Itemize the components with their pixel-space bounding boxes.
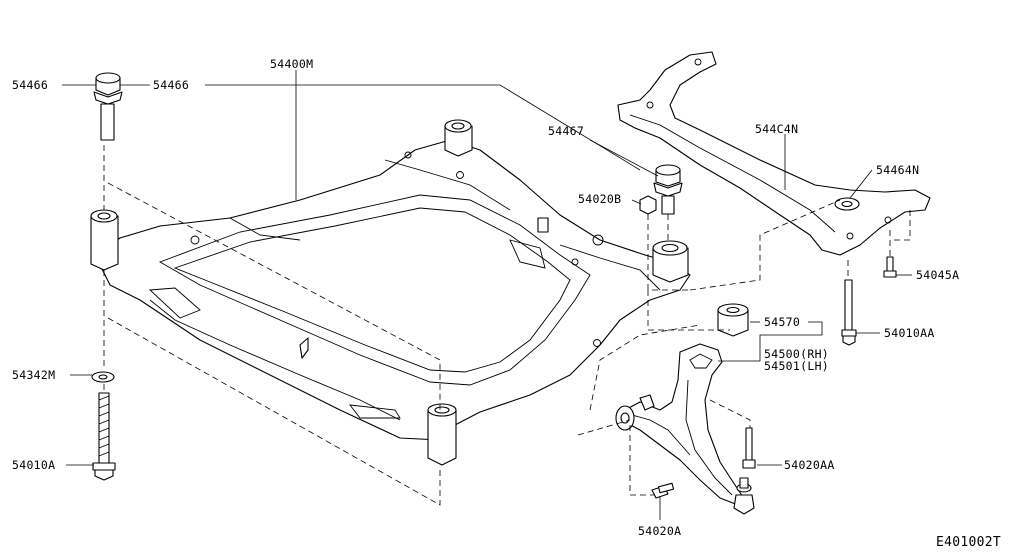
label-54020AA: 54020AA (784, 458, 835, 472)
stabilizer-bracket (617, 51, 931, 256)
label-54342M: 54342M (12, 368, 55, 382)
label-54010A: 54010A (12, 458, 55, 472)
front-subframe (94, 139, 691, 441)
label-54501-lh: 54501(LH) (764, 359, 829, 373)
washer-54342M (91, 371, 115, 383)
front-left-mount-bushing (90, 209, 119, 271)
label-544C4N: 544C4N (755, 122, 798, 136)
lower-control-arm (615, 343, 755, 515)
label-54045A: 54045A (916, 268, 959, 282)
bushing-54570 (717, 303, 749, 337)
part-labels: 54466 54466 54400M 54467 54020B 544C4N 5… (12, 57, 1001, 550)
alignment-lines (103, 145, 911, 506)
mount-bolt-54010A (92, 392, 116, 481)
figure-code: E401002T (936, 535, 1001, 550)
bolt-54020A (651, 482, 675, 499)
label-54400M: 54400M (270, 57, 313, 71)
front-right-mount-bushing (444, 119, 473, 157)
subframe-mount-bushings (90, 119, 689, 466)
mount-bolt-54467 (653, 164, 683, 215)
rear-right-mount-bushing (652, 240, 689, 283)
rear-left-mount-bushing (427, 403, 457, 466)
nut-54020B (639, 195, 657, 215)
screw-54045A (883, 256, 897, 278)
label-54466-right: 54466 (153, 78, 189, 92)
label-54020B: 54020B (578, 192, 621, 206)
label-54020A: 54020A (638, 524, 681, 538)
bracket-bolt-54010AA (841, 279, 857, 346)
label-54010AA: 54010AA (884, 326, 935, 340)
leader-lines (62, 70, 912, 520)
label-54466-left: 54466 (12, 78, 48, 92)
mount-bolt-54466 (93, 72, 123, 141)
label-54570: 54570 (764, 315, 800, 329)
label-54500-rh: 54500(RH) (764, 347, 829, 361)
bolt-54020AA (742, 427, 756, 469)
label-54464N: 54464N (876, 163, 919, 177)
label-54467: 54467 (548, 124, 584, 138)
